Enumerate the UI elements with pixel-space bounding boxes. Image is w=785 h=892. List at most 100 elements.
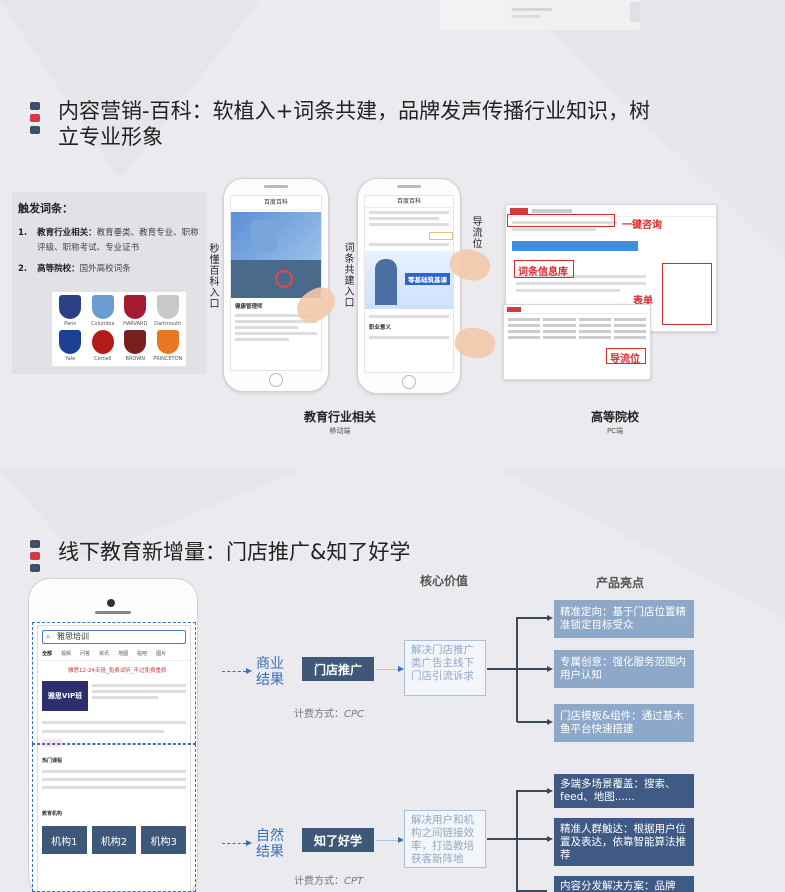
section1-title: 内容营销-百科：软植入+词条共建，品牌发声传播行业知识，树 立专业形象 [30, 98, 650, 150]
section1-title-line2: 立专业形象 [58, 125, 163, 149]
org-button-2[interactable]: 机构2 [91, 826, 137, 854]
mobile-caption-sub: 移动端 [329, 427, 351, 435]
section2-title: 线下教育新增量：门店推广&知了好学 [30, 536, 410, 572]
trigger-heading: 触发词条： [18, 202, 73, 215]
phone2-guide-button[interactable] [429, 232, 453, 240]
yale-logo: Yale [55, 330, 86, 363]
trigger-item: 1. 教育行业相关：教育垂类、教育专业、职称评级、职称考试、专业证书 [18, 226, 207, 256]
search-input[interactable]: ⌕ 雅思培训 [42, 630, 186, 644]
pc-caption-sub: PC端 [606, 427, 624, 435]
arrow-to-biz-2 [222, 839, 252, 846]
section1-title-line1: 内容营销-百科：软植入+词条共建，品牌发声传播行业知识，树 [58, 99, 651, 123]
columbia-logo: Columbia [88, 295, 119, 328]
trigger-item-label: 高等院校： [37, 264, 80, 274]
branch-stem-1 [487, 668, 517, 670]
natural-result-highlight [32, 744, 196, 892]
brown-logo: BROWN [120, 330, 151, 363]
trigger-item-text: 国外高校词条 [79, 264, 131, 274]
top-partial-screenshot [440, 0, 640, 30]
ad-title-link[interactable]: 雅思12-24天班_免费试听_不过免费重修 [68, 668, 167, 674]
core-value-header: 核心价值 [420, 574, 469, 588]
biz-label-natural: 自然结果 [256, 828, 284, 860]
product-highlight-header: 产品亮点 [596, 576, 645, 590]
title-bullets [30, 540, 40, 572]
pc-caption-title: 高等院校 [590, 410, 639, 424]
phone2-banner-text: 零基础筑基课 [405, 273, 450, 285]
arrow-to-biz-1 [222, 667, 252, 674]
highlight-1-3: 门店模板&组件：通过基木鱼平台快速搭建 [554, 704, 694, 742]
form-label: 表单 [633, 296, 653, 307]
biz-label-commercial: 商业结果 [256, 656, 284, 688]
commercial-result-highlight [32, 622, 196, 744]
phone1-banner-image [231, 212, 321, 260]
highlight-2-2: 精准人群触达：根据用户位置及表达，依靠智能算法推荐 [554, 818, 694, 866]
baike-seconds-entry-label: 秒懂百科入口 [207, 243, 218, 309]
guide-position-label: 导流位 [610, 354, 640, 365]
dartmouth-logo: Dartmouth [153, 295, 184, 328]
zhiliao-haoxue-button: 知了好学 [302, 828, 374, 852]
mobile-baike-phone-2: 百度百科 零基础筑基课 职业意义 [357, 178, 461, 394]
search-query: 雅思培训 [57, 632, 89, 641]
cost-row-1: 计费方式：CPC [294, 709, 364, 720]
pc-baike-screenshot-secondary [503, 304, 651, 380]
org-button-3[interactable]: 机构3 [141, 826, 187, 854]
penn-logo: Penn [55, 295, 86, 328]
harvard-logo: HARVARD [120, 295, 151, 328]
phone1-header: 百度百科 [231, 196, 321, 210]
university-logos: Penn Columbia HARVARD Dartmouth Yale Cor… [52, 292, 186, 366]
branch-line-2 [516, 790, 518, 892]
trigger-entries-panel: 触发词条： 1. 教育行业相关：教育垂类、教育专业、职称评级、职称考试、专业证书… [12, 192, 207, 374]
cost-row-2: 计费方式：CPT [294, 876, 364, 887]
core-value-box-2: 解决用户和机构之间链接效率，打造教培获客新阵地 [404, 810, 486, 868]
tab-all[interactable]: 全部 [42, 651, 53, 657]
org-buttons: 机构1 机构2 机构3 [38, 820, 190, 860]
trigger-item-num: 2. [18, 264, 28, 274]
trigger-item-text: 教育垂类、教育专业、职称评级、职称考试、专业证书 [37, 228, 199, 253]
arrow-to-value-1 [376, 665, 404, 672]
trigger-item: 2. 高等院校：国外高校词条 [18, 262, 207, 277]
store-promotion-button: 门店推广 [302, 657, 374, 681]
search-tabs: 全部 视频 问答 资讯 地图 贴吧 图片 [38, 644, 190, 661]
pc-caption: 高等院校 PC端 [565, 408, 665, 436]
highlight-2-1: 多端多场景覆盖：搜索、feed、地图...... [554, 774, 694, 808]
mobile-baike-phone-1: 百度百科 健康管理师 [223, 178, 329, 392]
entry-cobuild-label: 词条共建入口 [342, 242, 353, 308]
phone2-header: 百度百科 [365, 196, 453, 208]
one-click-consult-label: 一键咨询 [622, 220, 662, 231]
tab-news[interactable]: 资讯 [99, 651, 110, 657]
branch-stem-2 [487, 838, 517, 840]
phone1-entry-title: 健康管理师 [235, 304, 263, 310]
trigger-item-label: 教育行业相关： [37, 228, 97, 238]
tab-video[interactable]: 视频 [61, 651, 72, 657]
phone1-video-area [231, 260, 321, 298]
hot-courses-header: 热门课程 [42, 758, 63, 764]
entry-db-box [514, 260, 574, 278]
phone2-section-title: 职业意义 [369, 325, 392, 331]
mobile-search-phone: ⌕ 雅思培训 全部 视频 问答 资讯 地图 贴吧 图片 雅思12-24天班_免费… [28, 578, 198, 892]
tab-images[interactable]: 图片 [156, 651, 167, 657]
phone2-course-banner[interactable]: 零基础筑基课 [365, 251, 453, 309]
tab-qa[interactable]: 问答 [80, 651, 91, 657]
guide-position-box [606, 348, 646, 364]
mobile-caption-title: 教育行业相关 [303, 410, 376, 424]
title-bullets [30, 102, 40, 150]
highlight-2-3: 内容分发解决方案：品牌 [554, 876, 694, 892]
guide-position-vertical-label: 导流位 [470, 216, 481, 249]
mobile-caption: 教育行业相关 移动端 [290, 408, 390, 436]
one-click-consult-box [507, 214, 615, 227]
core-value-box-1: 解决门店推广类广告主线下门店引流诉求 [404, 640, 486, 696]
arrow-to-value-2 [376, 836, 404, 843]
entry-db-label: 词条信息库 [518, 267, 568, 278]
tab-map[interactable]: 地图 [118, 651, 129, 657]
highlight-1-1: 精准定向：基于门店位置精准锁定目标受众 [554, 600, 694, 638]
org-button-1[interactable]: 机构1 [42, 826, 87, 854]
ad-badge-image[interactable]: 雅思VIP班 [42, 681, 88, 711]
org-header: 教育机构 [42, 811, 63, 817]
highlight-1-2: 专属创意：强化服务范围内用户认知 [554, 650, 694, 688]
princeton-logo: PRINCETON [153, 330, 184, 363]
cornell-logo: Cornell [88, 330, 119, 363]
tab-tieba[interactable]: 贴吧 [137, 651, 148, 657]
section2-title-text: 线下教育新增量：门店推广&知了好学 [58, 540, 411, 564]
search-icon: ⌕ [46, 632, 51, 641]
